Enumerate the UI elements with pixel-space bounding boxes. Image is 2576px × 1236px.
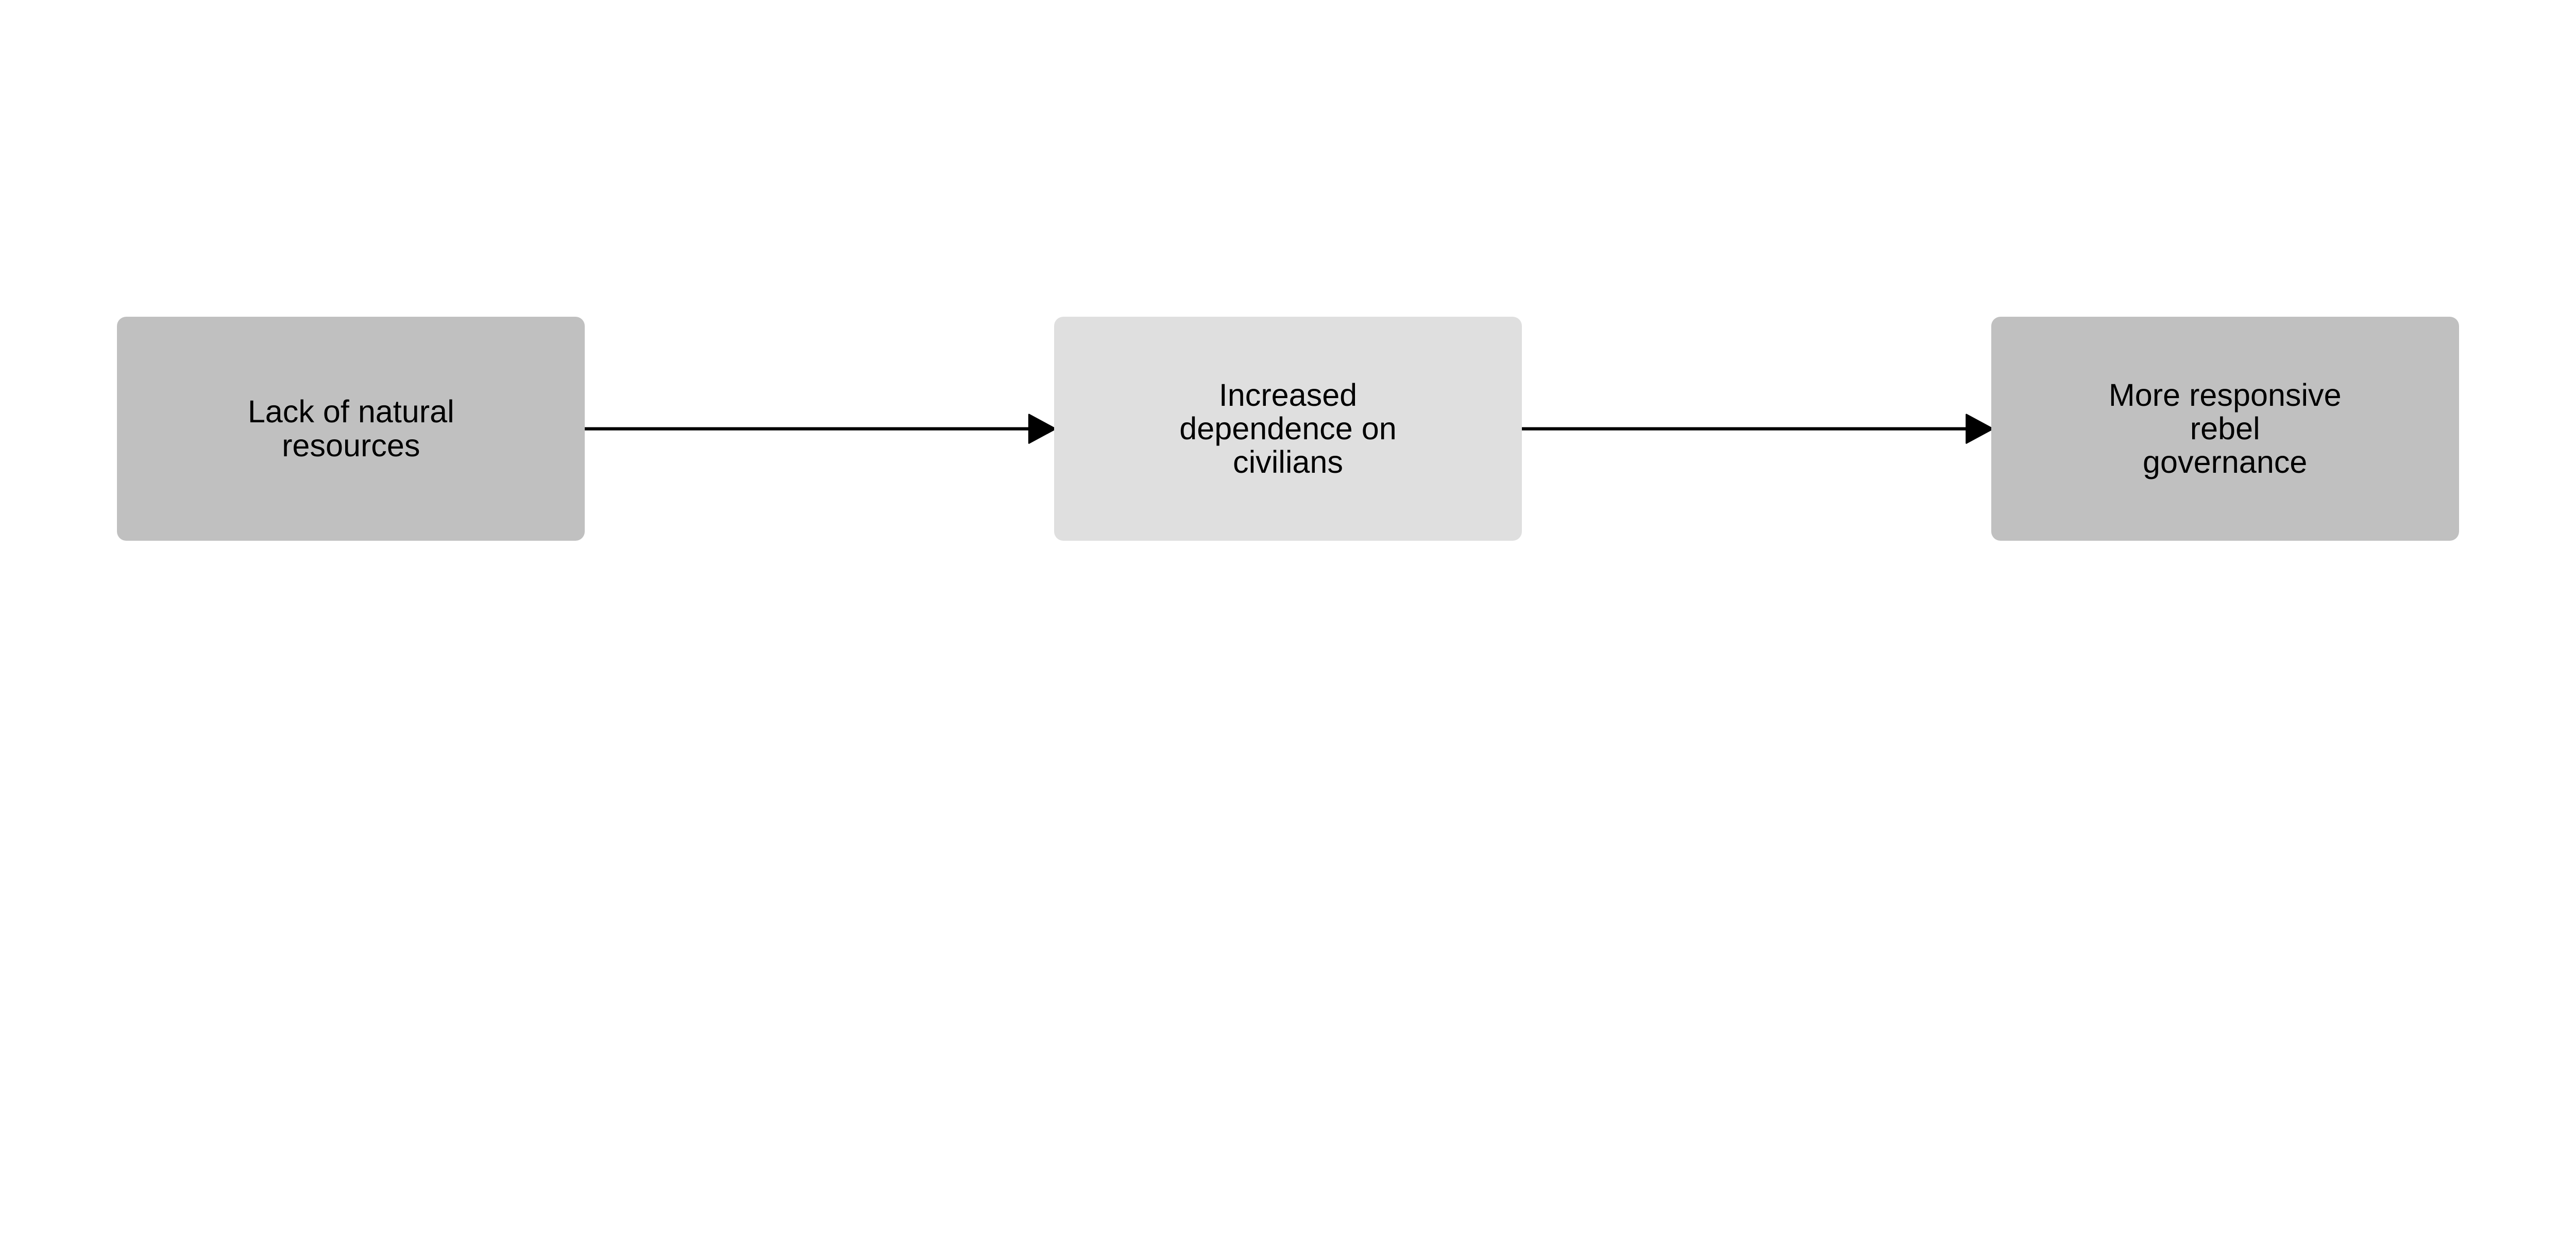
node-lack-of-natural-resources: Lack of natural resources	[117, 317, 585, 541]
node-increased-dependence-on-civilians: Increased dependence on civilians	[1054, 317, 1522, 541]
node-label: Increased dependence on civilians	[1179, 377, 1397, 480]
node-label: More responsive rebel governance	[2108, 377, 2342, 480]
node-label: Lack of natural resources	[247, 394, 454, 463]
arrow-2	[1521, 414, 1994, 444]
edges-layer	[584, 414, 1994, 444]
node-more-responsive-rebel-governance: More responsive rebel governance	[1991, 317, 2459, 541]
arrow-1	[584, 414, 1056, 444]
